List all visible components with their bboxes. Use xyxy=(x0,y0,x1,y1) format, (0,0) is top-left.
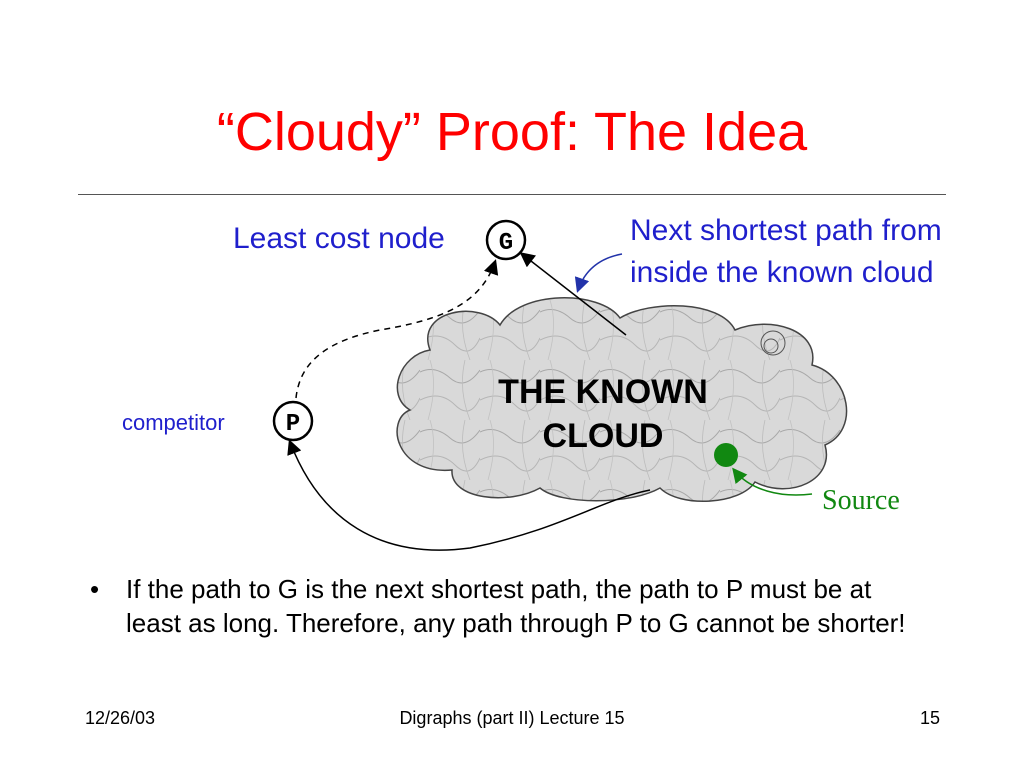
cloud-caption: THE KNOWN CLOUD xyxy=(458,370,748,458)
title-divider xyxy=(78,194,946,195)
least-cost-node-label: Least cost node xyxy=(233,222,445,255)
source-label: Source xyxy=(822,485,900,516)
label-pointer-arrow xyxy=(574,253,623,293)
node-g xyxy=(485,219,527,261)
cloud-caption-line1: THE KNOWN xyxy=(498,373,708,411)
competitor-label: competitor xyxy=(122,410,225,435)
bullet-symbol: • xyxy=(90,574,100,604)
footer-page-number: 15 xyxy=(919,708,940,728)
next-shortest-path-label: Next shortest path from inside the known… xyxy=(630,214,942,289)
cloud-caption-line2: CLOUD xyxy=(542,417,664,455)
source-pointer-arrow xyxy=(732,467,813,496)
bullet-item: • If the path to G is the next shortest … xyxy=(90,572,930,640)
bullet-text: If the path to G is the next shortest pa… xyxy=(126,574,906,638)
path-cloud-to-p xyxy=(287,439,651,551)
source-node xyxy=(714,443,738,467)
node-g-label: G xyxy=(499,230,513,257)
node-p-label: P xyxy=(286,411,300,438)
cloud-swirl-outer xyxy=(760,330,786,356)
next-shortest-path-arrow xyxy=(519,252,627,336)
bullet-list: • If the path to G is the next shortest … xyxy=(90,572,930,640)
footer-title: Digraphs (part II) Lecture 15 xyxy=(399,708,625,728)
footer-date: 12/26/03 xyxy=(85,708,156,728)
dashed-path-p-to-g xyxy=(295,259,499,399)
slide-title: “Cloudy” Proof: The Idea xyxy=(216,102,808,162)
cloud-swirl-inner xyxy=(763,338,779,354)
